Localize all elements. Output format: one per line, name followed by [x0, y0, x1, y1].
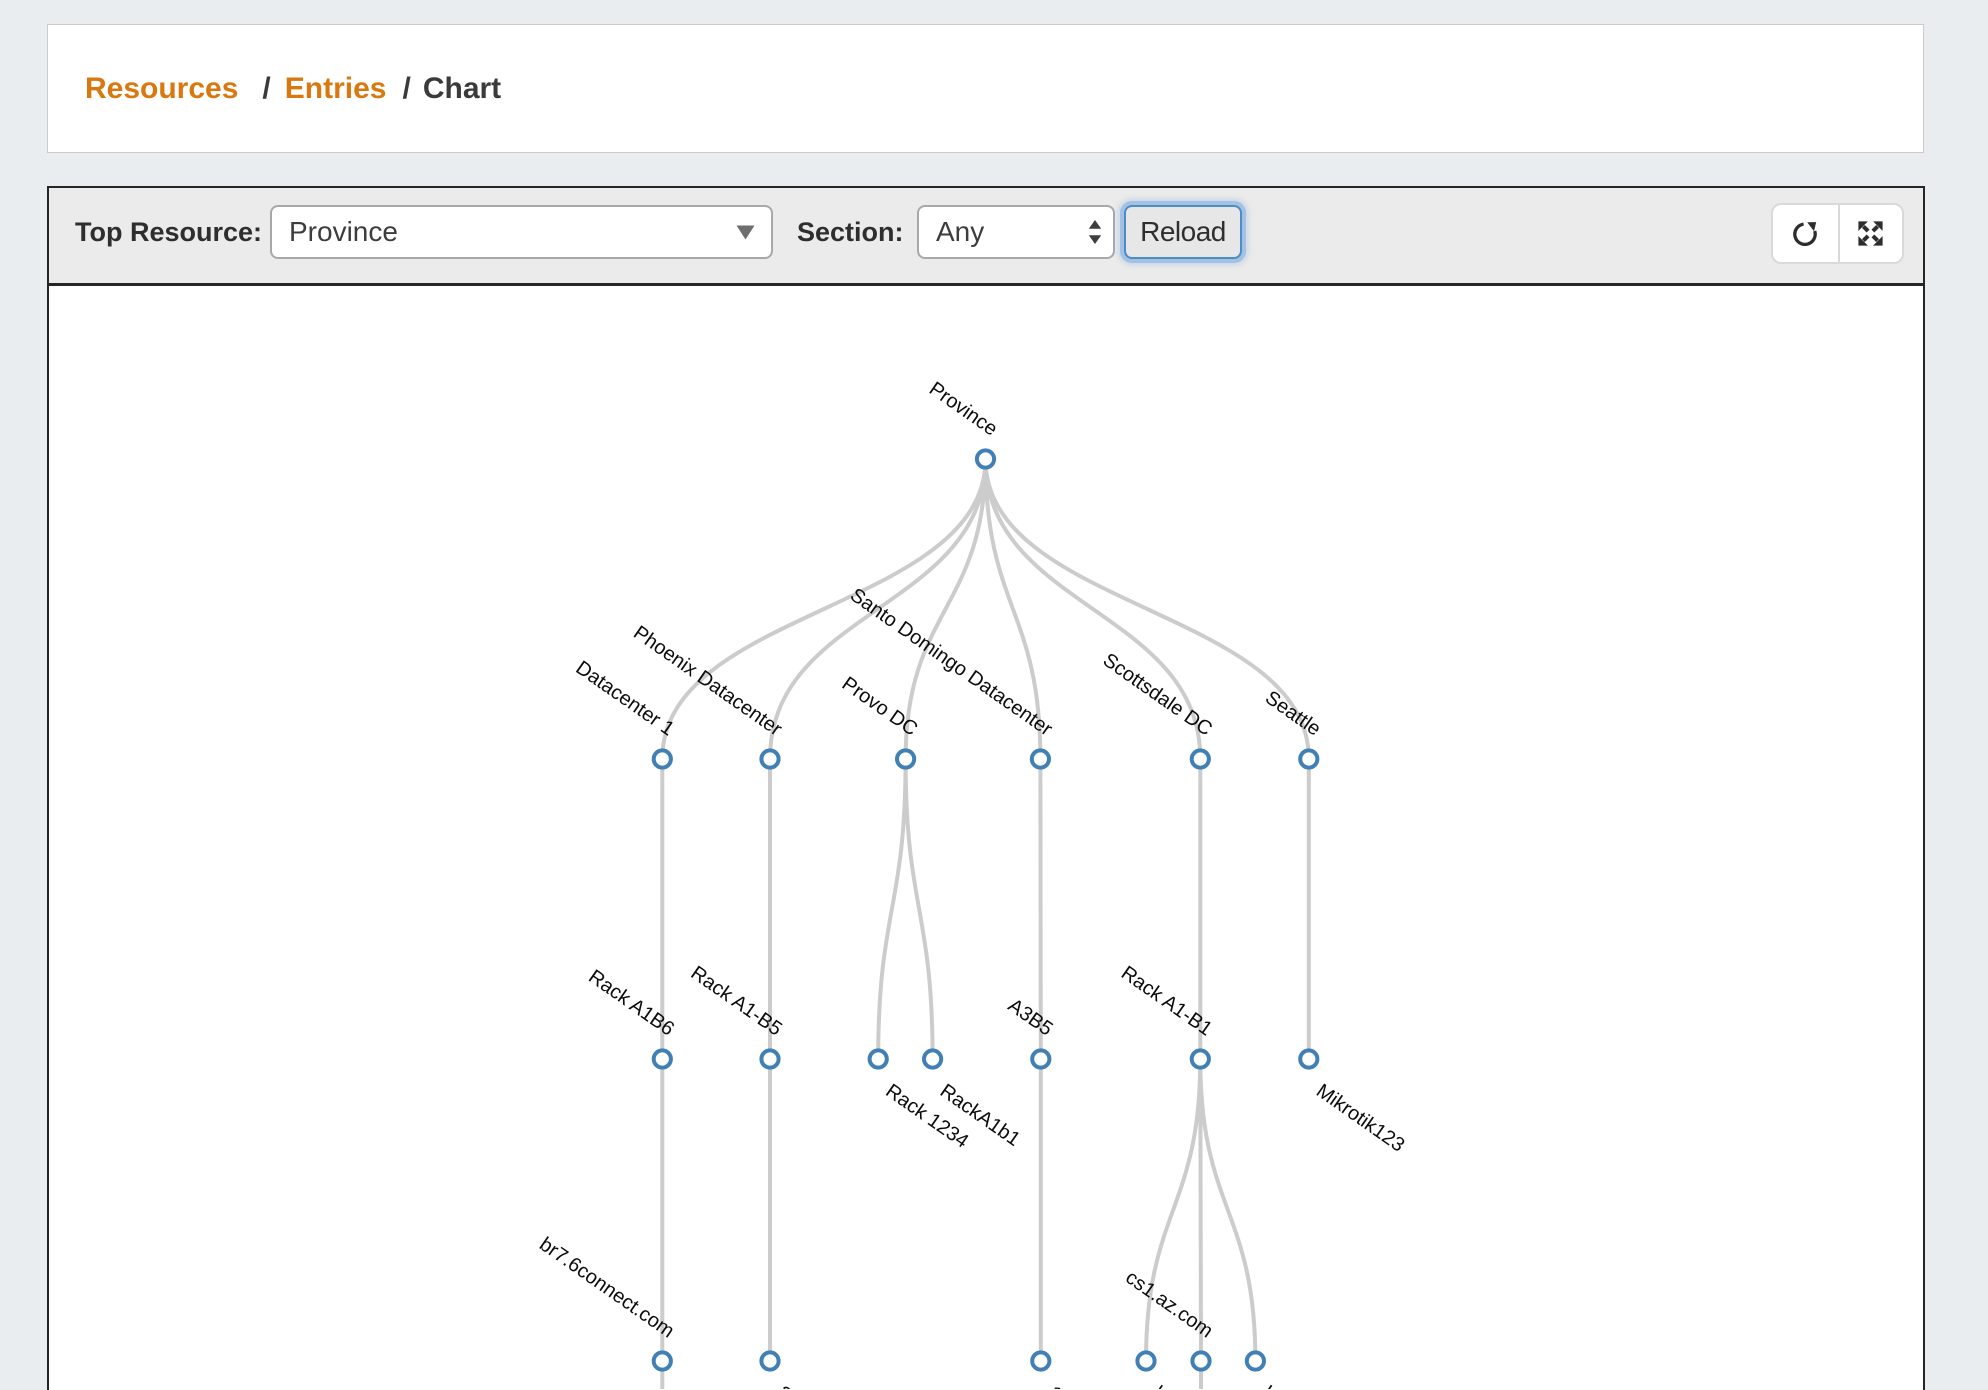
breadcrumb-link-resources[interactable]: Resources	[85, 71, 239, 105]
tree-node-province[interactable]	[974, 448, 997, 470]
tree-node-provo[interactable]	[895, 748, 917, 770]
tree-node-mikrotik[interactable]	[1298, 1048, 1320, 1070]
tree-link	[983, 458, 1043, 760]
tree-node-santo[interactable]	[1029, 748, 1052, 770]
chevron-down-icon	[736, 225, 755, 240]
tree-node-rack-a1b1[interactable]	[922, 1048, 944, 1070]
section-select[interactable]: Any	[917, 205, 1115, 259]
breadcrumb-link-entries[interactable]: Entries	[284, 71, 387, 105]
tree-node-seattle[interactable]	[1298, 748, 1320, 770]
refresh-icon	[1793, 221, 1818, 246]
tree-link	[1198, 1058, 1203, 1362]
tree-node-leaf-b[interactable]	[1135, 1350, 1157, 1372]
tree-node-rack-a1-b5[interactable]	[759, 1048, 781, 1070]
tree-node-cs1[interactable]	[1190, 1350, 1212, 1372]
tree-link	[1144, 1058, 1203, 1362]
tree-node-phoenix[interactable]	[759, 748, 781, 770]
tree-node-br7[interactable]	[651, 1350, 673, 1372]
chart-panel: Top Resource: Province Section: Any Relo…	[47, 186, 1925, 1390]
chart-toolbar: Top Resource: Province Section: Any Relo…	[49, 188, 1923, 286]
section-select-value: Any	[936, 216, 985, 247]
breadcrumb: Resources / Entries / Chart	[48, 72, 501, 106]
chart-icon-buttons	[1771, 203, 1904, 264]
tree-node-rack-a1-b1[interactable]	[1189, 1048, 1211, 1070]
tree-node-label-a3b5: A3B5	[1004, 994, 1057, 1040]
tree-node-label-seattle: Seattle	[1261, 687, 1325, 741]
top-resource-label: Top Resource:	[75, 217, 263, 247]
tree-node-label-leaf-b: b	[1149, 1382, 1171, 1389]
refresh-button[interactable]	[1773, 205, 1838, 262]
tree-node-label-leaf-lt: lt	[1259, 1382, 1280, 1389]
tree-node-rack-a1b6[interactable]	[651, 1048, 673, 1070]
tree-link	[983, 458, 1311, 760]
tree-link	[983, 458, 1203, 760]
tree-node-label-province: Province	[925, 378, 1001, 441]
tree-link	[876, 758, 908, 1060]
tree-link	[1198, 1058, 1258, 1362]
tree-node-leaf-2[interactable]	[759, 1350, 781, 1372]
select-spinner-icon	[1088, 220, 1102, 244]
tree-node-label-dc1: Datacenter 1	[572, 657, 678, 741]
top-resource-select[interactable]: Province	[270, 205, 773, 259]
tree-link	[903, 758, 935, 1060]
fullscreen-button[interactable]	[1837, 205, 1903, 262]
tree-node-label-mikrotik: Mikrotik123	[1312, 1080, 1408, 1157]
tree-link	[768, 458, 988, 760]
section-label: Section:	[797, 217, 904, 247]
tree-nodes	[651, 448, 1320, 1372]
breadcrumb-separator: /	[402, 71, 411, 105]
tree-node-scottsdale[interactable]	[1189, 748, 1211, 770]
top-resource-select-value: Province	[289, 216, 398, 247]
breadcrumb-card: Resources / Entries / Chart	[47, 24, 1924, 153]
breadcrumb-current: Chart	[422, 71, 502, 105]
tree-link	[660, 458, 988, 760]
tree-node-label-leaf-1: 1	[1044, 1382, 1066, 1389]
tree-node-label-scottsdale: Scottsdale DC	[1099, 649, 1216, 740]
fullscreen-icon	[1858, 221, 1883, 246]
tree-node-rack-1234[interactable]	[867, 1048, 889, 1070]
tree-node-leaf-1[interactable]	[1030, 1350, 1052, 1372]
tree-link	[903, 458, 988, 760]
tree-node-a3b5[interactable]	[1030, 1048, 1052, 1070]
tree-node-label-br7: br7.6connect.com	[535, 1233, 678, 1342]
tree-node-label-leaf-2: 2	[773, 1382, 795, 1389]
tree-links	[660, 458, 1311, 1389]
tree-node-dc1[interactable]	[651, 748, 673, 770]
breadcrumb-separator: /	[262, 71, 271, 105]
reload-button[interactable]: Reload	[1124, 205, 1242, 259]
tree-node-leaf-lt[interactable]	[1244, 1350, 1267, 1372]
